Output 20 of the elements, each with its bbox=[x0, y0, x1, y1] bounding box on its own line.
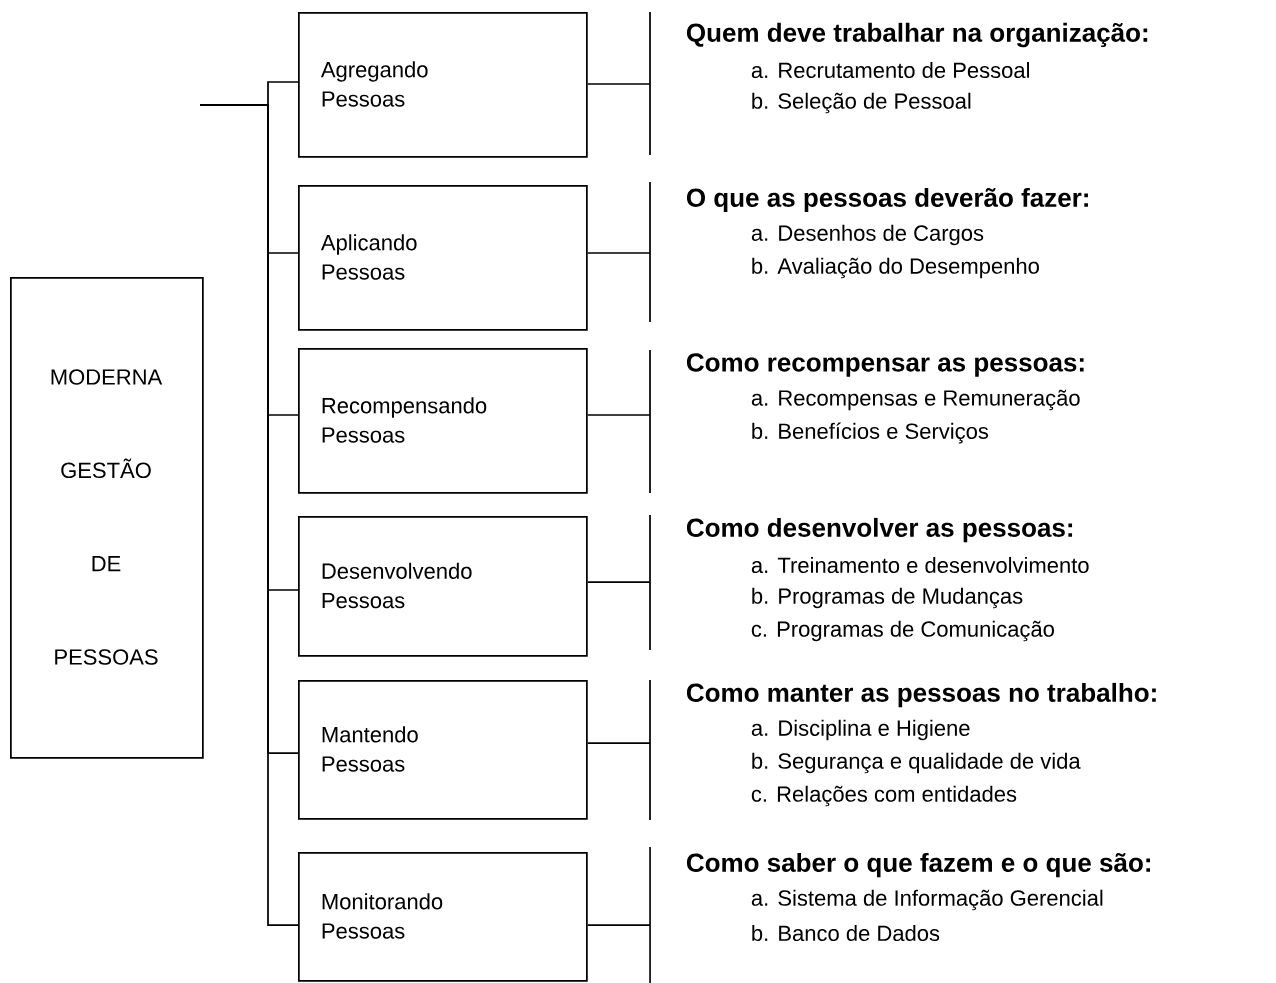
connector bbox=[586, 581, 651, 583]
connector bbox=[586, 924, 651, 926]
bracketed-list: Como recompensar as pessoas: a. Recompensas e Remuneração b. Benefícios e Serviços bbox=[649, 349, 1084, 494]
bracketed-list: Como manter as pessoas no trabalho: a. Disciplina e Higiene b. Segurança e qualidade de vida c. Relações com entidades bbox=[649, 679, 1156, 821]
bracketed-list: Como desenvolver as pessoas: a. Treinamento e desenvolvimento b. Programas de Mudanças c. Programas de Comunicação bbox=[649, 514, 1089, 651]
bracketed-list: Como saber o que fazem e o que são: a. Sistema de Informação Gerencial b. Banco de Dados bbox=[649, 846, 1150, 983]
process-box: Recompensando Pessoas bbox=[298, 348, 588, 494]
connector bbox=[586, 252, 651, 254]
process-box: Mantendo Pessoas bbox=[298, 680, 588, 820]
root-box: MODERNA GESTÃO DE PESSOAS bbox=[10, 277, 204, 759]
connector bbox=[586, 83, 651, 85]
process-box: Desenvolvendo Pessoas bbox=[298, 516, 588, 657]
process-box: Monitorando Pessoas bbox=[298, 852, 588, 982]
connector bbox=[586, 414, 651, 416]
connector bbox=[586, 742, 651, 744]
process-box: Agregando Pessoas bbox=[298, 12, 588, 158]
bracketed-list: O que as pessoas deverão fazer: a. Desenhos de Cargos b. Avaliação do Desempenho bbox=[649, 181, 1088, 323]
connector bbox=[199, 104, 299, 926]
bracketed-list: Quem deve trabalhar na organização: a. Recrutamento de Pessoal b. Seleção de Pessoal bbox=[649, 11, 1148, 156]
process-box: Aplicando Pessoas bbox=[298, 185, 588, 331]
